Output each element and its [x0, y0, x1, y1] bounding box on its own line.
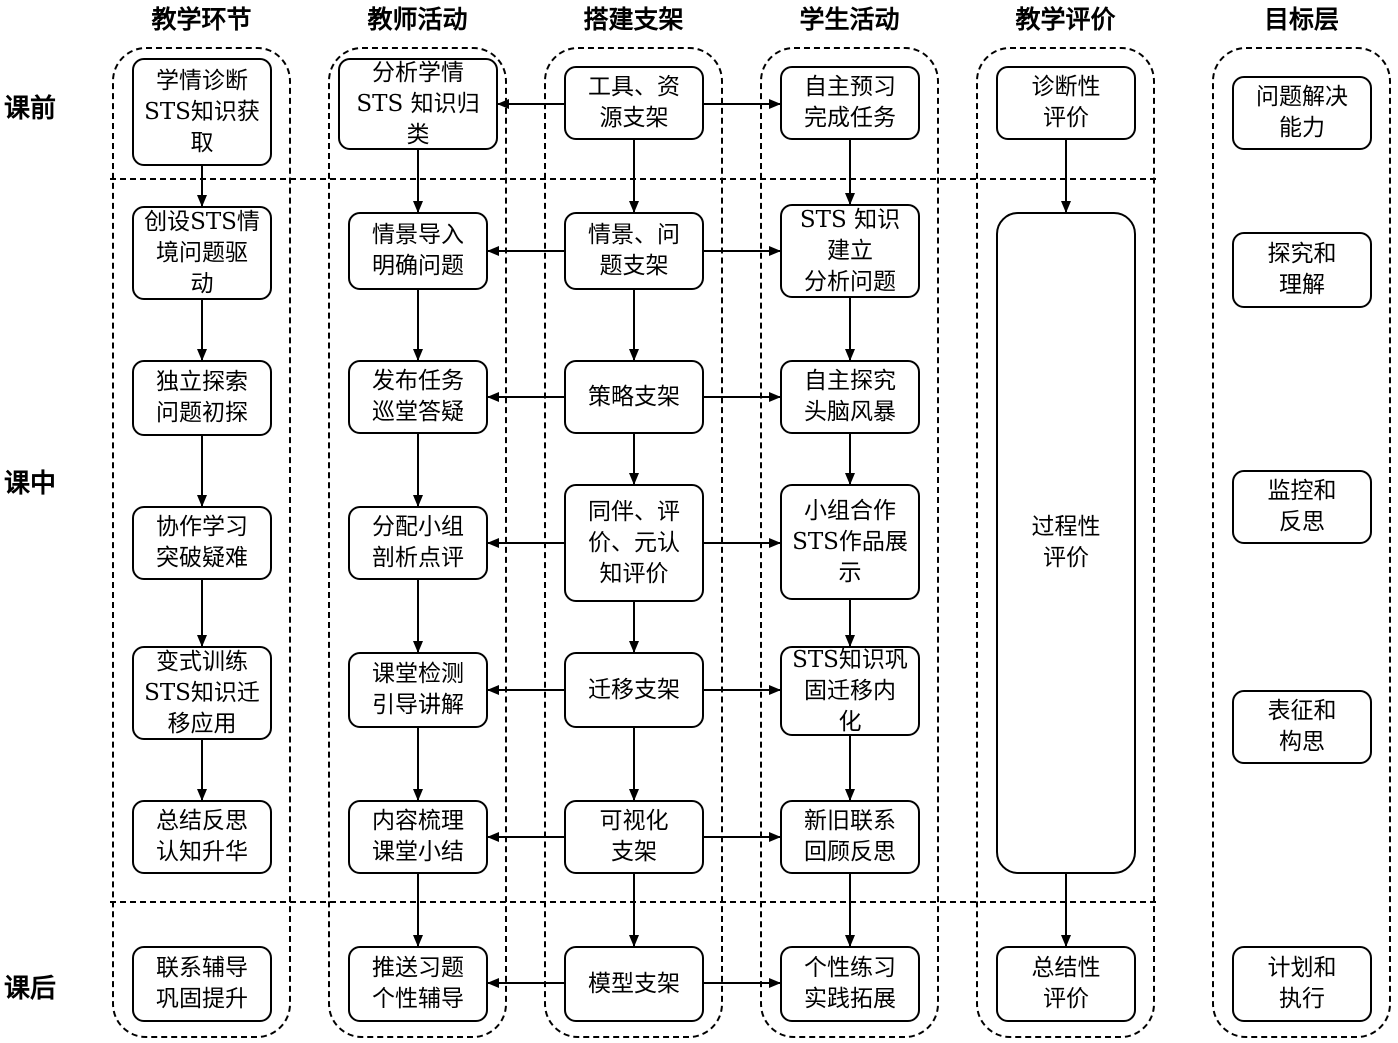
lane-stage — [112, 47, 291, 1038]
teacher-box-2: 情景导入 明确问题 — [348, 212, 488, 290]
scaffold-box-6: 可视化 支架 — [564, 800, 704, 874]
phase-label-during: 课中 — [4, 469, 57, 499]
stage-box-5: 变式训练 STS知识迁 移应用 — [132, 646, 272, 740]
scaffold-box-3: 策略支架 — [564, 360, 704, 434]
header-stage: 教学环节 — [151, 5, 252, 34]
header-goal: 目标层 — [1263, 5, 1339, 34]
header-teacher: 教师活动 — [367, 5, 468, 34]
teacher-box-7: 推送习题 个性辅导 — [348, 946, 488, 1022]
header-student: 学生活动 — [799, 5, 900, 34]
evaluation-diagnostic: 诊断性 评价 — [996, 66, 1136, 140]
header-evaluation: 教学评价 — [1015, 5, 1116, 34]
phase-label-before: 课前 — [4, 94, 57, 124]
evaluation-process: 过程性 评价 — [996, 212, 1136, 874]
phase-label-after: 课后 — [4, 974, 57, 1004]
teacher-box-3: 发布任务 巡堂答疑 — [348, 360, 488, 434]
scaffold-box-7: 模型支架 — [564, 946, 704, 1022]
teacher-box-6: 内容梳理 课堂小结 — [348, 800, 488, 874]
student-box-7: 个性练习 实践拓展 — [780, 946, 920, 1022]
goal-box-5: 计划和 执行 — [1232, 946, 1372, 1022]
teacher-box-1: 分析学情 STS 知识归 类 — [338, 58, 498, 150]
stage-box-2: 创设STS情 境问题驱 动 — [132, 206, 272, 300]
goal-box-4: 表征和 构思 — [1232, 690, 1372, 764]
lane-goal — [1212, 47, 1391, 1038]
scaffold-box-2: 情景、问 题支架 — [564, 212, 704, 290]
student-box-2: STS 知识 建立 分析问题 — [780, 204, 920, 298]
teacher-box-4: 分配小组 剖析点评 — [348, 506, 488, 580]
stage-box-7: 联系辅导 巩固提升 — [132, 946, 272, 1022]
student-box-1: 自主预习 完成任务 — [780, 66, 920, 140]
stage-box-1: 学情诊断 STS知识获 取 — [132, 58, 272, 166]
evaluation-summative: 总结性 评价 — [996, 946, 1136, 1022]
stage-box-4: 协作学习 突破疑难 — [132, 506, 272, 580]
student-box-6: 新旧联系 回顾反思 — [780, 800, 920, 874]
goal-box-2: 探究和 理解 — [1232, 232, 1372, 308]
scaffold-box-1: 工具、资 源支架 — [564, 66, 704, 140]
goal-box-1: 问题解决 能力 — [1232, 76, 1372, 150]
stage-box-3: 独立探索 问题初探 — [132, 360, 272, 436]
header-scaffold: 搭建支架 — [583, 5, 684, 34]
goal-box-3: 监控和 反思 — [1232, 470, 1372, 544]
student-box-3: 自主探究 头脑风暴 — [780, 360, 920, 434]
stage-box-6: 总结反思 认知升华 — [132, 800, 272, 874]
teacher-box-5: 课堂检测 引导讲解 — [348, 652, 488, 728]
student-box-4: 小组合作 STS作品展 示 — [780, 484, 920, 600]
student-box-5: STS知识巩 固迁移内 化 — [780, 646, 920, 736]
lane-evaluation — [976, 47, 1155, 1038]
scaffold-box-4: 同伴、评 价、元认 知评价 — [564, 484, 704, 602]
scaffold-box-5: 迁移支架 — [564, 652, 704, 728]
